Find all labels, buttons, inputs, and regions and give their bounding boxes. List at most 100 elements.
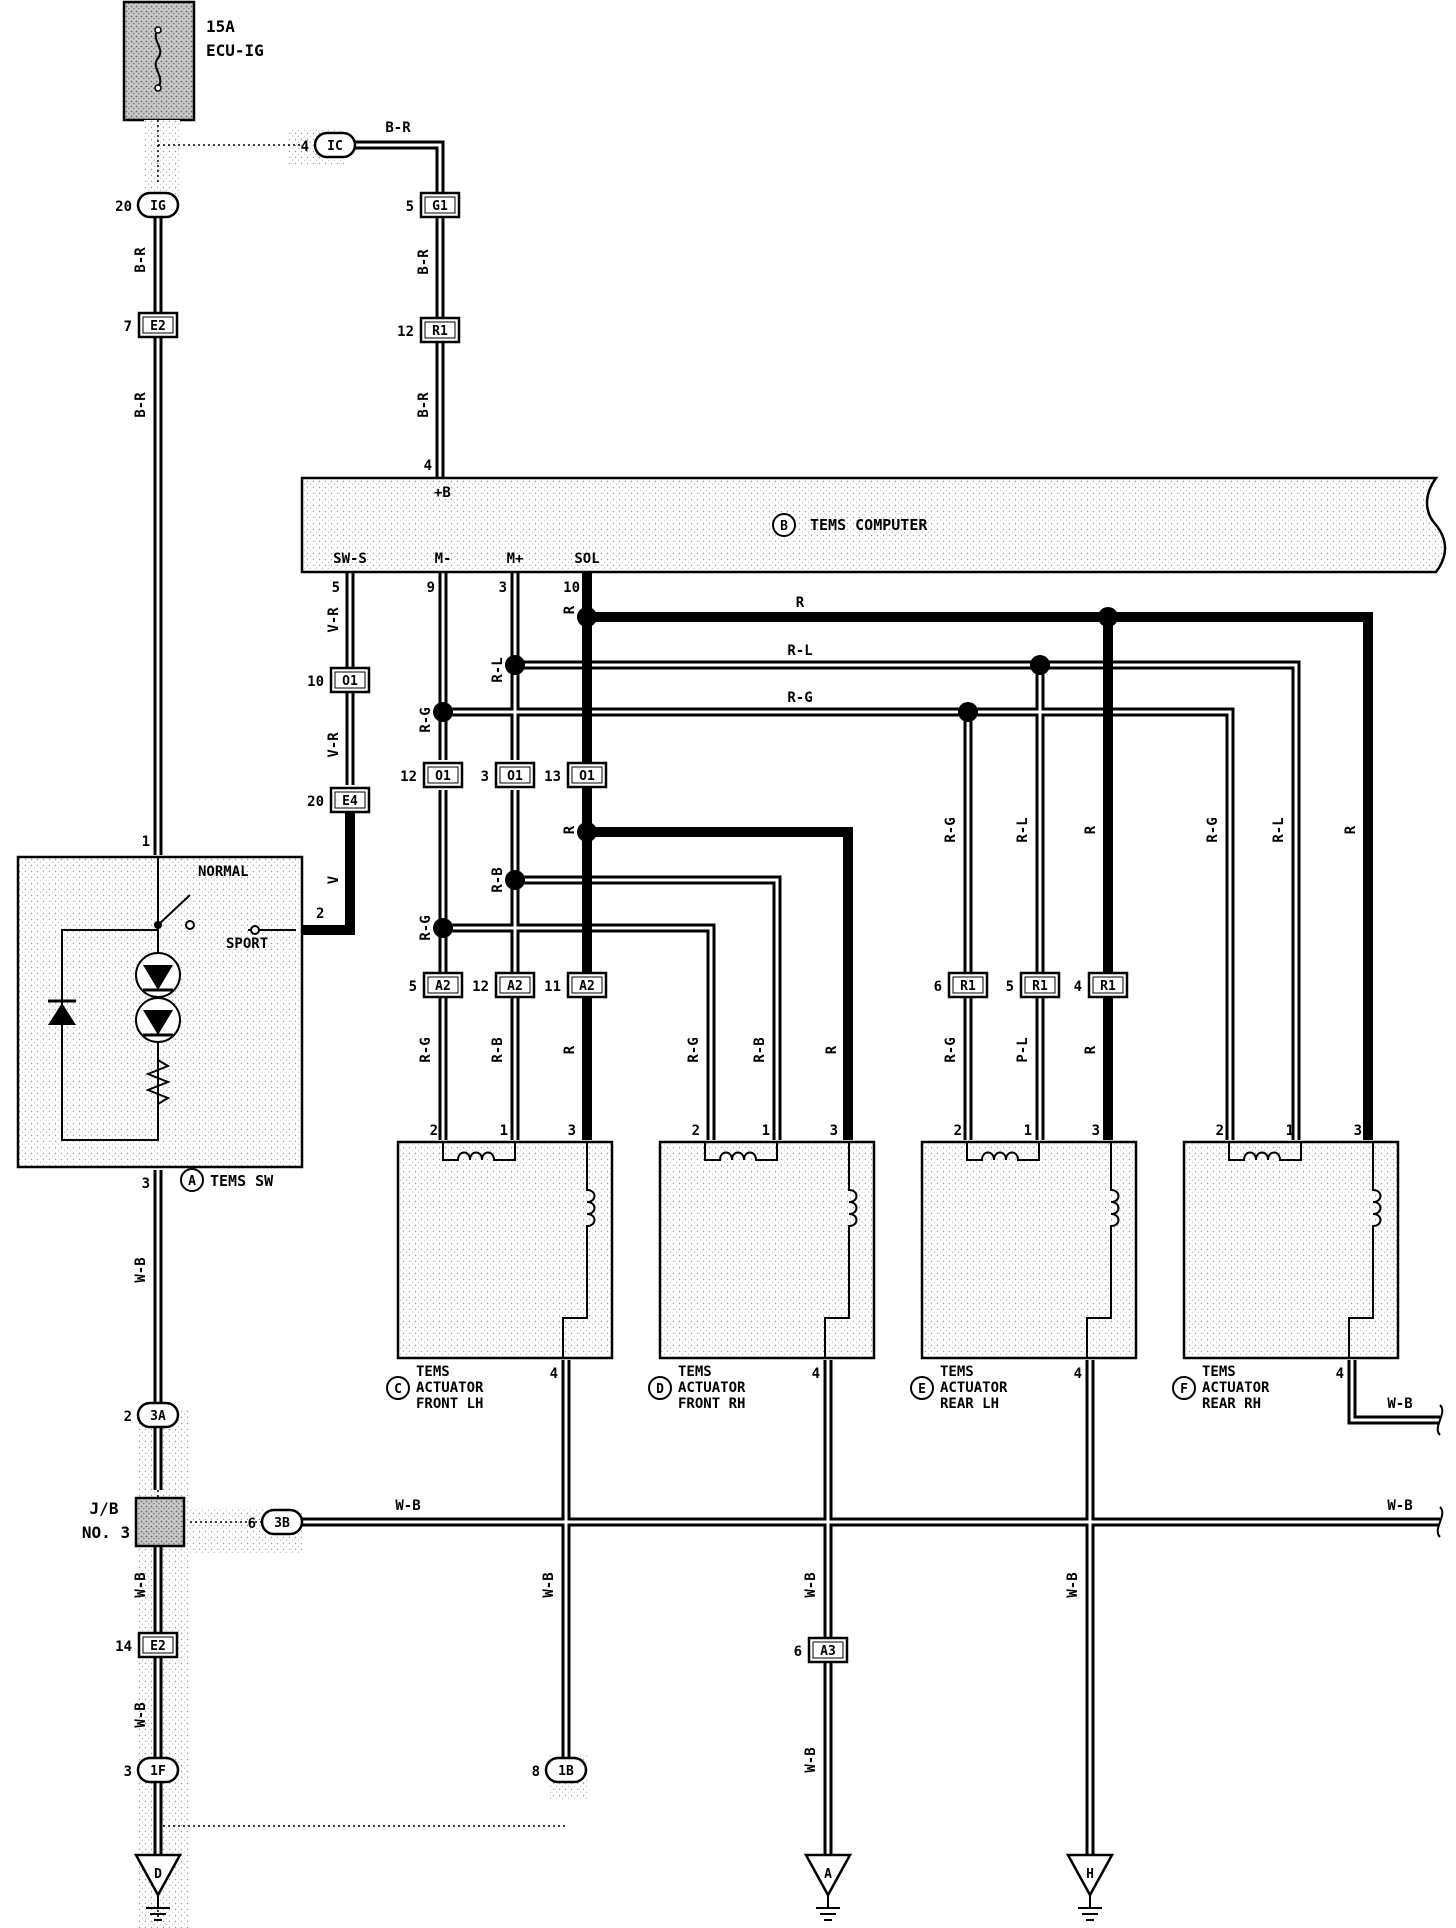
connector-pin: 11 xyxy=(544,979,561,995)
wire-color-label: B-R xyxy=(133,392,149,418)
ground-label: H xyxy=(1086,1867,1094,1882)
pin-sol-name: SOL xyxy=(574,551,599,567)
wire-color-label: P-L xyxy=(1015,1037,1031,1062)
actuator-name-line: REAR RH xyxy=(1202,1396,1261,1412)
connector-pin: 14 xyxy=(115,1639,132,1655)
ground-point-d: D xyxy=(133,1853,183,1921)
wire-color-label: W-B xyxy=(395,1498,420,1514)
wire-color-label: R-G xyxy=(943,817,959,842)
shade-jb-branch xyxy=(138,1410,190,1928)
ground-label: D xyxy=(154,1867,162,1882)
wire-color-label: W-B xyxy=(1065,1572,1081,1597)
wire-color-label: R-G xyxy=(418,1037,434,1062)
connector-pin: 3 xyxy=(481,769,489,785)
actuator-pin-1: 1 xyxy=(762,1123,770,1139)
fuse-ecu-ig: 15A ECU-IG xyxy=(122,0,264,122)
connector-code: A2 xyxy=(507,979,523,994)
switch-name: TEMS SW xyxy=(210,1172,274,1190)
switch-normal-label: NORMAL xyxy=(198,864,249,880)
actuator-letter-circle xyxy=(910,1376,934,1400)
connector-code: R1 xyxy=(1100,979,1116,994)
connector-code: 3B xyxy=(274,1516,290,1531)
connector-pin: 13 xyxy=(544,769,561,785)
switch-pin-2: 2 xyxy=(316,906,324,922)
wire-color-label: R xyxy=(562,1045,578,1054)
actuator-name-line: TEMS xyxy=(940,1364,974,1380)
connector-code: E2 xyxy=(150,319,166,334)
actuator-pin-1: 1 xyxy=(500,1123,508,1139)
actuator-pin-3: 3 xyxy=(830,1123,838,1139)
actuator-letter-circle xyxy=(648,1376,672,1400)
wire-color-label: R xyxy=(796,595,805,611)
wire-color-label: R xyxy=(824,1045,840,1054)
actuator-letter: F xyxy=(1180,1382,1188,1397)
switch-sport-label: SPORT xyxy=(226,936,268,952)
connector-r1-b: R15 xyxy=(1006,971,1061,999)
connector-pin: 6 xyxy=(794,1644,802,1660)
wire-color-label: R-L xyxy=(1015,817,1031,842)
actuator-name-line: TEMS xyxy=(678,1364,712,1380)
switch-pin-3: 3 xyxy=(142,1176,150,1192)
wire-color-label: V-R xyxy=(326,732,342,758)
connector-r1-c: R1 4 xyxy=(1074,971,1129,999)
pin-m-minus-name: M- xyxy=(435,551,452,567)
pin-m-plus-num: 3 xyxy=(499,580,507,596)
actuator-letter: D xyxy=(656,1382,664,1397)
connector-pin: 7 xyxy=(124,319,132,335)
connector-pin: 6 xyxy=(248,1516,256,1532)
wire-color-label: R xyxy=(562,605,578,614)
ground-point-a: A xyxy=(803,1853,853,1921)
wire-color-label: W-B xyxy=(1387,1396,1412,1412)
actuator-name-line: ACTUATOR xyxy=(940,1380,1008,1396)
pin-sol-num: 10 xyxy=(563,580,580,596)
connector-code: O1 xyxy=(507,769,523,784)
computer-letter: B xyxy=(780,519,788,534)
wire-breaks xyxy=(1436,1404,1444,1538)
actuator-name-line: TEMS xyxy=(416,1364,450,1380)
connector-code: R1 xyxy=(432,324,448,339)
wire-color-label: R-L xyxy=(1271,817,1287,842)
actuator-name-line: ACTUATOR xyxy=(1202,1380,1270,1396)
switch-letter-circle xyxy=(180,1168,204,1192)
actuator-pin-1: 1 xyxy=(1286,1123,1294,1139)
connector-pin: 8 xyxy=(532,1764,540,1780)
wire-color-label: W-B xyxy=(133,1257,149,1282)
connector-pin: 12 xyxy=(400,769,417,785)
splice-points xyxy=(433,607,1118,938)
pin-plus-b-num: 4 xyxy=(424,458,432,474)
connector-code: A2 xyxy=(579,979,595,994)
wire-color-label: B-R xyxy=(416,249,432,275)
actuator-letter: C xyxy=(394,1382,402,1397)
actuator-pin-4: 4 xyxy=(1336,1366,1344,1382)
connector-o1-b: O1 3 xyxy=(481,761,536,789)
actuator-name-line: ACTUATOR xyxy=(678,1380,746,1396)
actuator-name-line: ACTUATOR xyxy=(416,1380,484,1396)
actuator-letter-circle xyxy=(386,1376,410,1400)
wire-color-label: R-G xyxy=(943,1037,959,1062)
actuator-name-line: TEMS xyxy=(1202,1364,1236,1380)
connector-code: R1 xyxy=(960,979,976,994)
connector-3b: 3B 6 xyxy=(248,1508,304,1536)
pin-sw-s-name: SW-S xyxy=(333,551,367,567)
connector-r1-a: R16 xyxy=(934,971,989,999)
connector-3a: 3A2 xyxy=(124,1401,180,1429)
wire-color-label: R xyxy=(1083,1045,1099,1054)
connector-pin: 5 xyxy=(406,199,414,215)
wire-color-label: W-B xyxy=(541,1572,557,1597)
connector-code: IG xyxy=(150,199,166,214)
wire-color-label: R-B xyxy=(490,1037,506,1062)
tems-computer: B TEMS COMPUTER 4 +B SW-S M- M+ SOL 5 9 … xyxy=(300,458,1447,596)
connector-pin: 4 xyxy=(1074,979,1082,995)
wire-color-label: B-R xyxy=(133,247,149,273)
actuator-pin-1: 1 xyxy=(1024,1123,1032,1139)
connector-code: A2 xyxy=(435,979,451,994)
wire-color-label: W-B xyxy=(133,1702,149,1727)
wire-color-label: R-G xyxy=(787,690,812,706)
connector-code: 1F xyxy=(150,1764,166,1779)
wire-color-label: R-B xyxy=(490,867,506,892)
